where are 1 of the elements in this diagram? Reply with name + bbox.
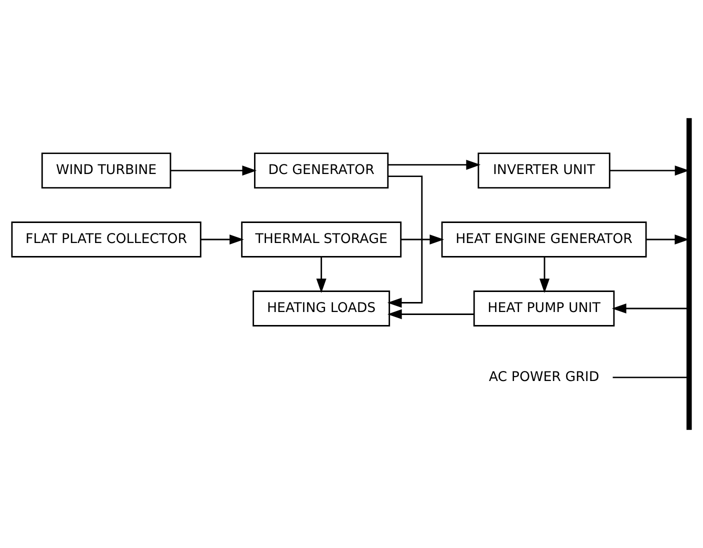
- node-text: AC POWER GRID: [488, 370, 600, 385]
